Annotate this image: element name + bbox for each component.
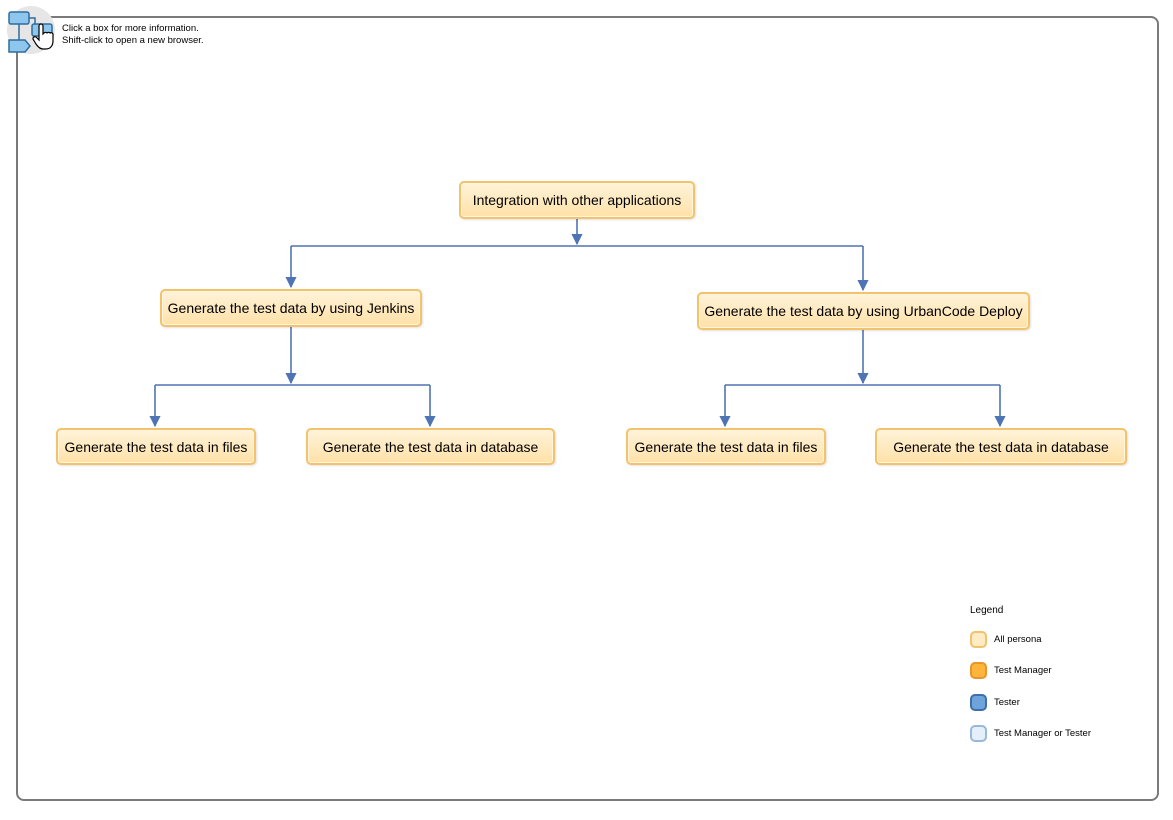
instructions: Click a box for more information. Shift-…	[62, 23, 204, 47]
legend-label: All persona	[994, 633, 1042, 645]
legend-label: Test Manager or Tester	[994, 727, 1091, 739]
node-generate-by-urbancode[interactable]: Generate the test data by using UrbanCod…	[697, 292, 1030, 330]
legend-swatch	[970, 630, 987, 648]
legend-item-test-manager-or-tester: Test Manager or Tester	[970, 722, 1091, 744]
flowchart-hand-icon	[7, 6, 55, 54]
instructions-line2: Shift-click to open a new browser.	[62, 35, 204, 46]
node-urbancode-test-data-in-database[interactable]: Generate the test data in database	[875, 428, 1127, 465]
diagram-frame	[16, 16, 1159, 801]
node-jenkins-test-data-in-files[interactable]: Generate the test data in files	[56, 428, 256, 465]
node-generate-by-jenkins[interactable]: Generate the test data by using Jenkins	[160, 289, 422, 327]
legend-title: Legend	[970, 605, 1004, 616]
legend-item-all-persona: All persona	[970, 628, 1042, 650]
legend-item-test-manager: Test Manager	[970, 659, 1052, 681]
legend-item-tester: Tester	[970, 691, 1020, 713]
legend-swatch	[970, 661, 987, 679]
node-integration-with-other-applications[interactable]: Integration with other applications	[459, 181, 695, 219]
instructions-line1: Click a box for more information.	[62, 23, 199, 34]
legend-swatch	[970, 693, 987, 711]
node-urbancode-test-data-in-files[interactable]: Generate the test data in files	[626, 428, 826, 465]
legend-label: Test Manager	[994, 664, 1052, 676]
legend-label: Tester	[994, 696, 1020, 708]
legend-swatch	[970, 724, 987, 742]
node-jenkins-test-data-in-database[interactable]: Generate the test data in database	[306, 428, 555, 465]
